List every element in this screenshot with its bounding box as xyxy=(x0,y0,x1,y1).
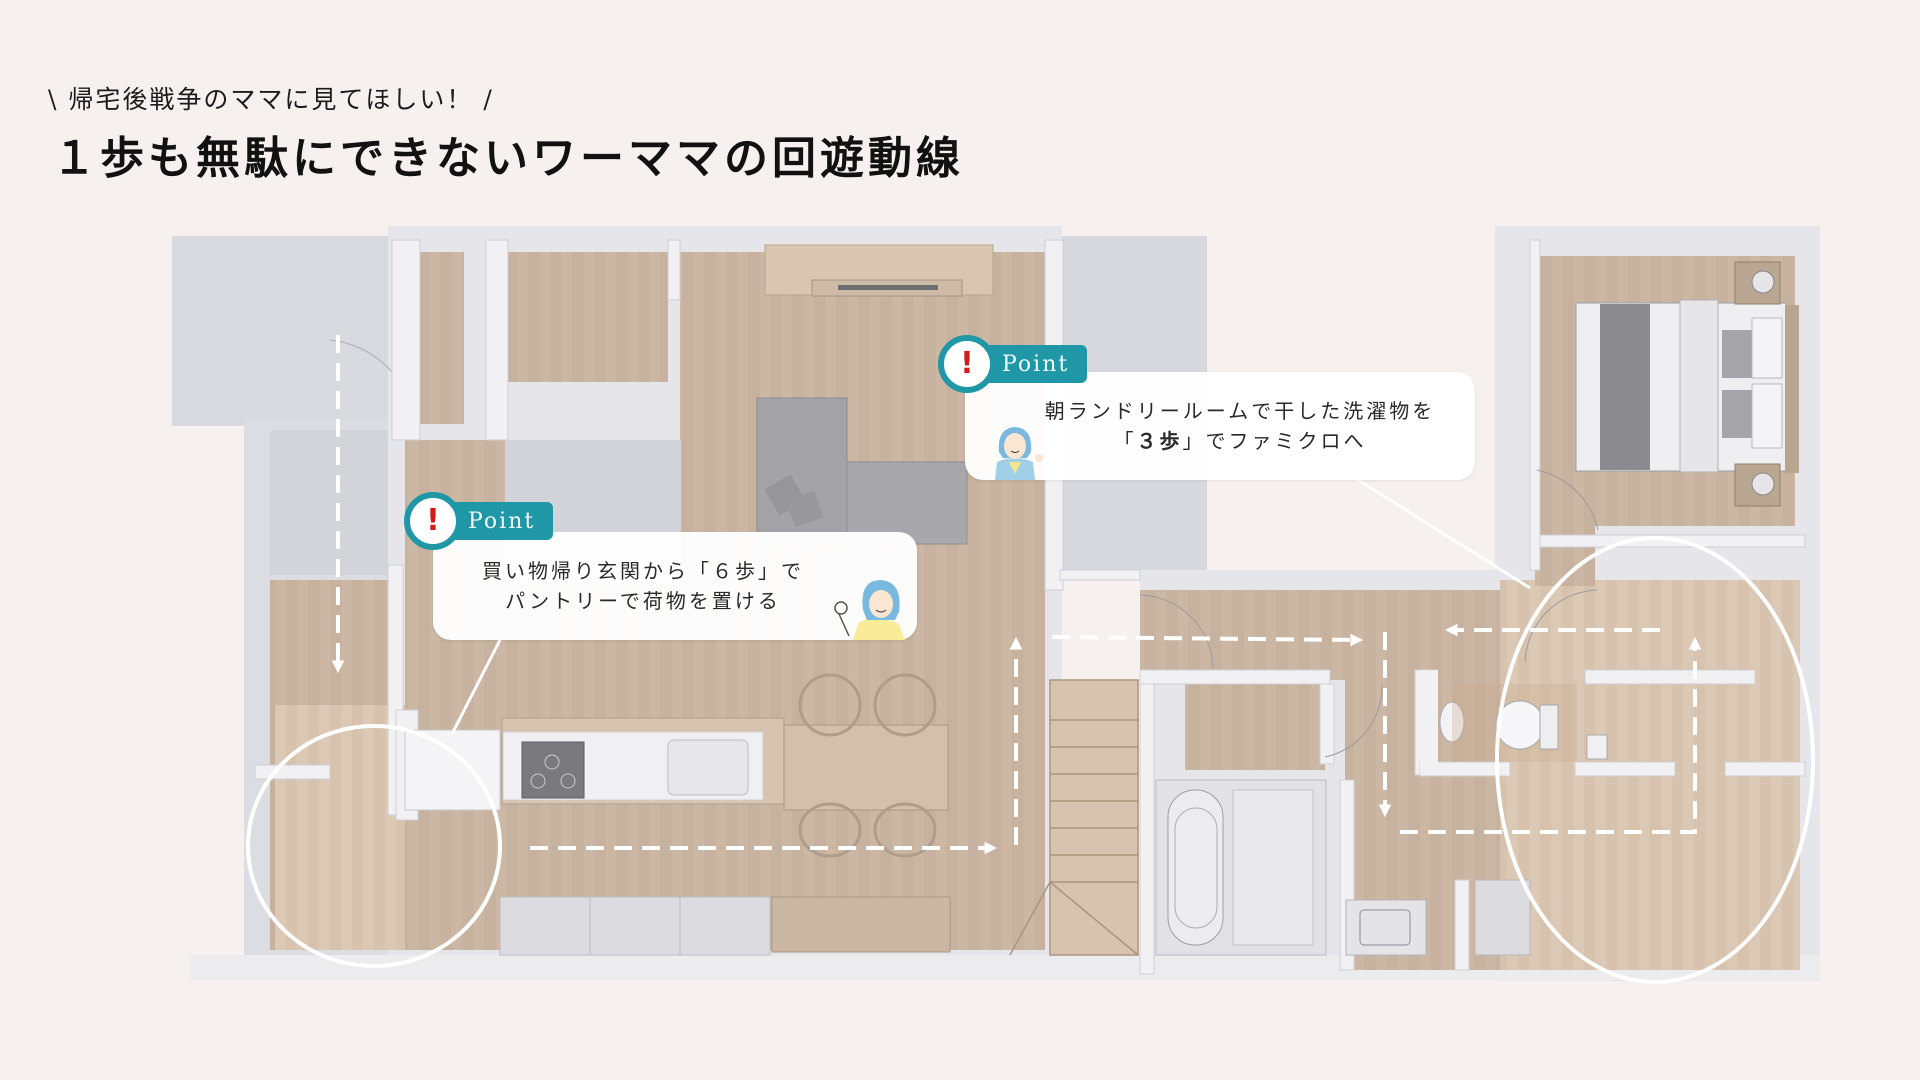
entrance-tile xyxy=(270,430,388,575)
callout-text-pantry: 買い物帰り玄関から「６歩」で パントリーで荷物を置ける xyxy=(453,556,833,616)
closet-floor xyxy=(420,252,464,424)
kitchen xyxy=(404,673,951,956)
bathroom xyxy=(1155,779,1531,956)
callout-line-1: 朝ランドリールームで干した洗濯物を xyxy=(1044,399,1436,423)
alert-icon-circle: ! xyxy=(938,335,996,393)
point-callout-laundry: 朝ランドリールームで干した洗濯物を 「３歩」でファミクロへ xyxy=(965,372,1475,480)
woman-pointing-illustration xyxy=(995,427,1043,480)
pointer-line-pantry xyxy=(450,639,502,735)
subtitle: \ 帰宅後戦争のママに見てほしい！ / xyxy=(48,85,494,114)
callout-line-2: パントリーで荷物を置ける xyxy=(505,589,781,613)
stove xyxy=(521,741,585,799)
living-furniture xyxy=(756,244,994,547)
point-callout-pantry: 買い物帰り玄関から「６歩」で パントリーで荷物を置ける xyxy=(433,532,917,640)
page-title: １歩も無駄にできないワーママの回遊動線 xyxy=(52,133,964,184)
badge-label: Point xyxy=(468,508,536,534)
callout-line-2: 「３歩」でファミクロへ xyxy=(1113,429,1367,453)
callout-text-laundry: 朝ランドリールームで干した洗濯物を 「３歩」でファミクロへ xyxy=(1015,396,1465,456)
stairs xyxy=(1009,679,1139,956)
hall-floor xyxy=(1140,590,1540,680)
alert-icon-circle: ! xyxy=(404,492,462,550)
circulation-route xyxy=(331,335,1702,855)
exclamation-icon: ! xyxy=(960,346,974,381)
callout-line-1: 買い物帰り玄関から「６歩」で xyxy=(482,559,804,583)
bedroom xyxy=(1575,261,1799,507)
badge-label: Point xyxy=(1002,351,1070,377)
pantry-floor xyxy=(275,705,405,950)
pointer-line-closet xyxy=(1354,476,1531,590)
sofa-seat xyxy=(846,461,968,545)
route-to-laundry xyxy=(1051,633,1364,647)
fridge xyxy=(404,729,501,811)
washbasin xyxy=(1345,899,1427,956)
route-up-closet xyxy=(1400,636,1702,834)
sink xyxy=(667,739,749,796)
closet-highlight-circle xyxy=(1495,536,1815,984)
toilets xyxy=(1420,670,1608,775)
storage-floor xyxy=(508,252,668,382)
dining-table xyxy=(783,724,949,811)
washer xyxy=(1474,879,1531,956)
exclamation-icon: ! xyxy=(426,503,440,538)
washroom-floor xyxy=(1185,680,1325,770)
door-swings xyxy=(1139,469,1599,758)
woman-ok-sign-illustration xyxy=(834,580,905,640)
pantry-highlight-circle xyxy=(246,724,502,968)
